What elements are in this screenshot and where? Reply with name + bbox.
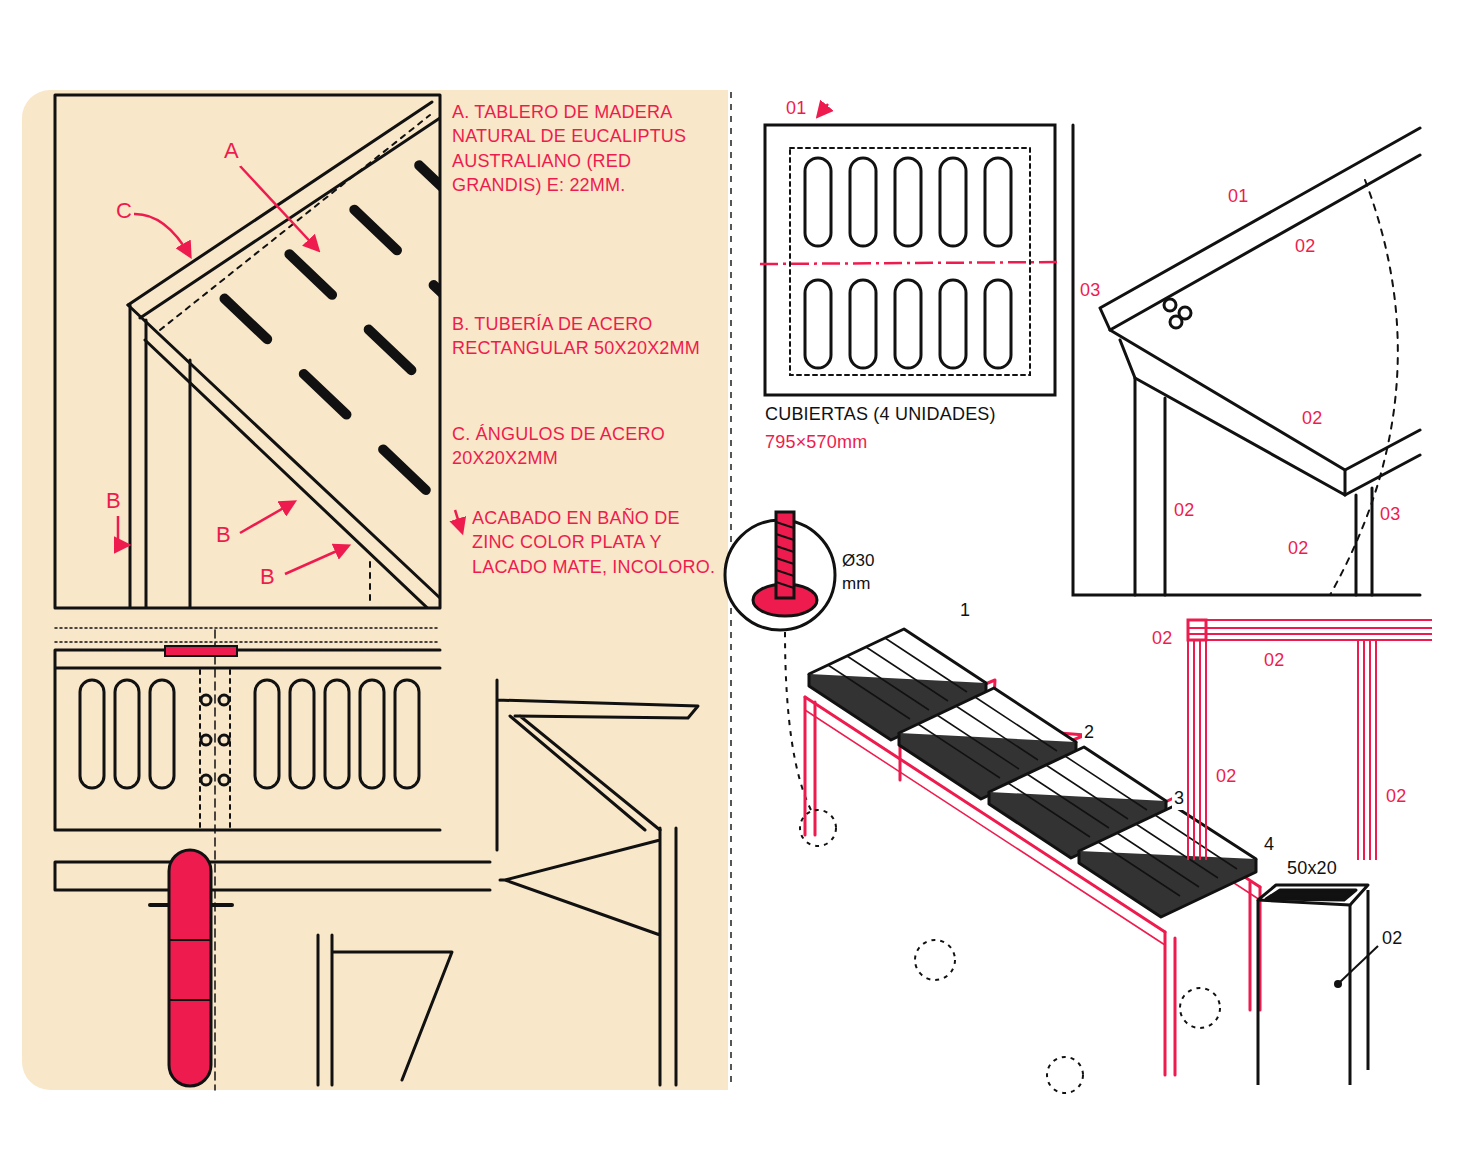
callout-number: 01 xyxy=(1226,184,1250,208)
part-title: CUBIERTAS (4 UNIDADES) xyxy=(763,402,998,426)
tube-leader-dot xyxy=(1334,980,1342,988)
section-size: 50x20 xyxy=(1285,856,1339,880)
callout-number: 03 xyxy=(1378,502,1402,526)
callout-letter: B xyxy=(214,520,233,550)
callout-letter: B xyxy=(258,562,277,592)
callout-number: 3 xyxy=(1172,786,1186,810)
finish-note: ACABADO EN BAÑO DE ZINC COLOR PLATA Y LA… xyxy=(470,506,718,579)
frame-elevation xyxy=(1188,620,1432,860)
callout-number: 02 xyxy=(1380,926,1404,950)
threaded-rod xyxy=(776,512,794,598)
callout-number: 1 xyxy=(958,598,972,622)
callout-letter: A xyxy=(222,136,241,166)
callout-number: 02 xyxy=(1172,498,1196,522)
callout-number: 02 xyxy=(1384,784,1408,808)
leader-arrows xyxy=(118,166,462,574)
material-note: A. TABLERO DE MADERA NATURAL DE EUCALIPT… xyxy=(450,100,718,197)
view-arrow xyxy=(818,104,828,116)
callout-number: 02 xyxy=(1262,648,1286,672)
corner-detail xyxy=(1073,125,1420,595)
callout-number: 02 xyxy=(1293,234,1317,258)
dimension: Ø30 mm xyxy=(840,550,896,596)
anchor-plug xyxy=(169,850,211,1086)
covers-plan xyxy=(765,125,1055,395)
plug-rings xyxy=(169,940,211,1000)
center-line xyxy=(760,262,1062,264)
tube-leader xyxy=(1340,946,1378,982)
callout-number: 03 xyxy=(1078,278,1102,302)
callout-number: 02 xyxy=(1286,536,1310,560)
material-note: B. TUBERÍA DE ACERO RECTANGULAR 50X20X2M… xyxy=(450,312,718,361)
right-page xyxy=(22,90,1432,1090)
wood-grain xyxy=(828,638,1237,896)
bolt-cap xyxy=(165,646,237,656)
thread xyxy=(776,522,794,588)
callout-number: 02 xyxy=(1300,406,1324,430)
callout-letter: C xyxy=(114,196,134,226)
callout-number: 02 xyxy=(1214,764,1238,788)
left-sketches xyxy=(55,95,698,1090)
material-note: C. ÁNGULOS DE ACERO 20X20X2MM xyxy=(450,422,718,471)
dimension: 795×570mm xyxy=(763,430,869,454)
callout-number: 02 xyxy=(1150,626,1174,650)
callout-number: 01 xyxy=(784,96,808,120)
bench-frame xyxy=(805,652,1260,1075)
callout-letter: B xyxy=(104,486,123,516)
tube-detail xyxy=(1258,885,1368,1085)
callout-number: 4 xyxy=(1262,832,1276,856)
left-page xyxy=(22,90,728,1090)
detail-leader xyxy=(785,632,812,812)
callout-number: 2 xyxy=(1082,720,1096,744)
